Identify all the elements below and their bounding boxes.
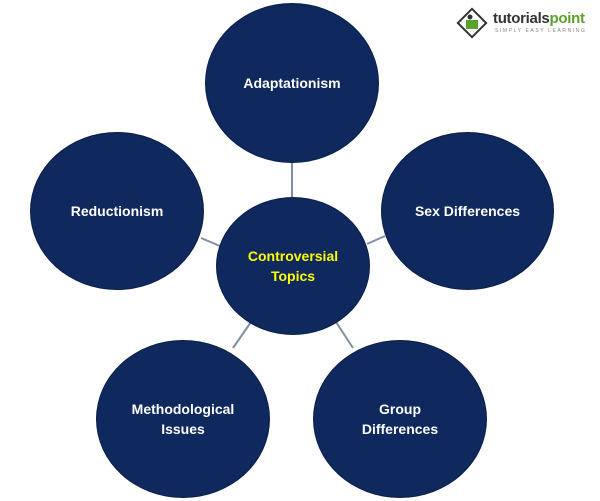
node-label: Adaptationism xyxy=(243,75,341,91)
connector-sex-differences xyxy=(366,235,386,245)
node-methodological-issues: Methodological Issues xyxy=(96,340,270,498)
node-adaptationism: Adaptationism xyxy=(205,3,379,163)
node-group-differences: Group Differences xyxy=(313,340,487,498)
logo-name-2: point xyxy=(549,10,585,27)
tutorialspoint-logo: tutorialspoint SIMPLY EASY LEARNING xyxy=(455,6,595,42)
node-sex-differences: Sex Differences xyxy=(381,132,554,290)
node-center-controversial-topics: Controversial Topics xyxy=(216,197,370,335)
logo-tagline: SIMPLY EASY LEARNING xyxy=(495,28,587,34)
connector-group xyxy=(335,321,354,349)
node-label: Sex Differences xyxy=(414,203,521,219)
node-reductionism: Reductionism xyxy=(30,132,204,290)
node-label: Reductionism xyxy=(70,203,164,219)
center-label: Controversial Topics xyxy=(247,248,339,284)
logo-diamond-icon xyxy=(456,7,488,39)
node-label: Group Differences xyxy=(361,401,439,437)
connector-methodological xyxy=(232,321,252,349)
node-label: Methodological Issues xyxy=(131,401,235,437)
logo-name-1: tutorials xyxy=(493,10,550,27)
connector-reductionism xyxy=(200,237,221,247)
